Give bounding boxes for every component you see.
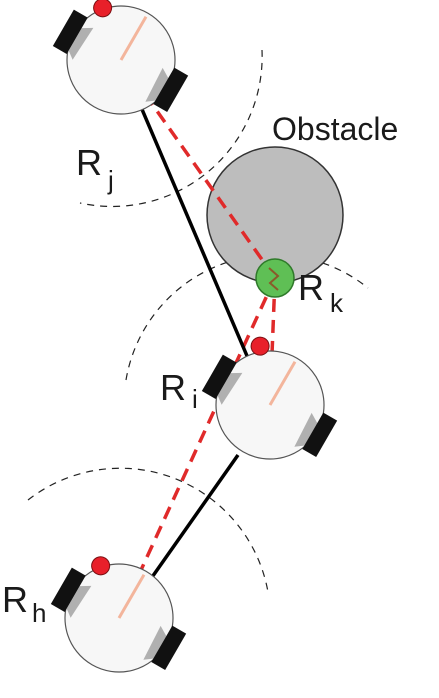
robot-rh-marker [91,556,111,576]
robot-rj-wheel-left [52,9,88,55]
robot-rj-marker [93,0,113,18]
dashed-links [117,58,277,619]
robot-ri-shade-right [294,412,318,447]
robot-rh-shade-right [143,625,167,660]
robot-rh [50,556,187,673]
solid-links [119,59,255,592]
robot-ri-heading [268,360,297,406]
target-rk-heading-mark [268,267,280,291]
robot-ri-marker [250,336,270,356]
solid-link-ri-rh [141,453,240,592]
robot-ri [201,336,338,460]
robot-rh-wheel-left [50,567,86,613]
robot-rh-shade-left [66,585,92,618]
label-ri-base: R [160,367,186,408]
robot-ri-wheel-right [302,412,338,458]
label-rj-sub: j [107,165,114,195]
sensing-arc-ri [27,467,269,593]
robot-rj [52,0,189,115]
robot-rh-wheel-right [151,625,187,671]
robot-rj-wheel-right [153,67,189,113]
sensing-arc-rj [79,49,263,208]
label-rk-sub: k [330,288,344,318]
robot-rj-heading [119,15,148,61]
sensing-arc-rk [125,254,369,381]
solid-link-rj-ri [119,59,255,371]
robot-rj-shade-left [68,27,94,60]
sensing-range-arcs [27,49,369,593]
robot-ri-wheel-left [201,354,237,400]
label-ri-sub: i [192,384,198,414]
label-rh-base: R [2,579,28,620]
label-rk-base: R [298,267,324,308]
obstacle-label: Obstacle [272,111,398,147]
robot-ri-shade-left [217,372,243,405]
label-rh-sub: h [32,598,46,628]
robot-rh-heading [117,573,146,619]
label-rj-base: R [76,142,102,183]
robot-rj-shade-right [145,67,169,102]
robot-rh-body [64,563,174,673]
